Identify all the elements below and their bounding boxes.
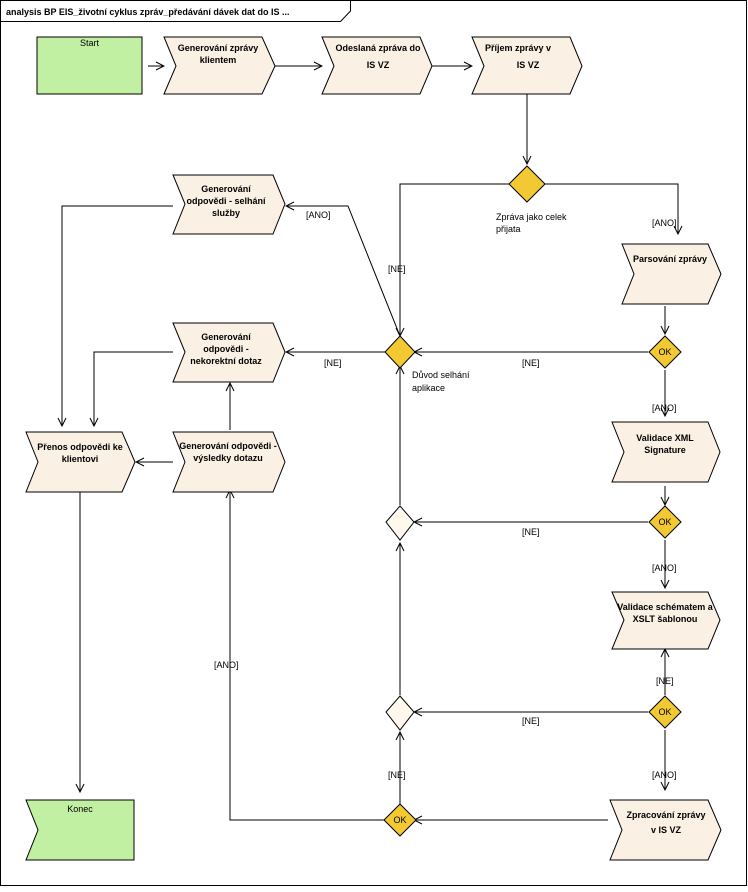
end-node: Konec [25, 799, 135, 861]
validate-xml-line2: Signature [644, 445, 686, 455]
transfer-line1: Přenos odpovědi ke [37, 442, 123, 452]
sent-msg-line2: IS VZ [367, 60, 390, 70]
end-label: Konec [67, 804, 93, 814]
decision-ok-xml: OK [648, 505, 682, 539]
reason-note-line2: aplikace [412, 383, 445, 393]
transfer-line2: klientovi [62, 454, 99, 464]
gen-msg-line1: Generování zprávy [178, 43, 259, 53]
guard-ne-accepted: [NE] [388, 264, 406, 274]
process-sent-msg: Odeslaná zpráva do IS VZ [321, 36, 433, 95]
gen-incorrect-line2: odpovědi - [203, 344, 249, 354]
guard-ne-xml: [NE] [522, 527, 540, 537]
start-label: Start [80, 38, 100, 48]
gen-fail-line1: Generování [201, 184, 251, 194]
gen-fail-line3: služby [212, 208, 240, 218]
process-gen-fail: Generování odpovědi - selhání služby [172, 174, 286, 235]
process-gen-msg: Generování zprávy klientem [163, 36, 276, 95]
merge-node-2 [385, 695, 415, 731]
reason-note-line1: Důvod selhání [412, 370, 470, 380]
gen-results-line2: výsledky dotazu [193, 453, 263, 463]
guard-ne-schema: [NE] [522, 716, 540, 726]
decision-accepted [508, 165, 546, 203]
parse-label: Parsování zprávy [633, 254, 707, 264]
guard-ano-fail: [ANO] [306, 210, 331, 220]
validate-schema-line1: Validace schématem a [617, 602, 714, 612]
guard-ne-incorrect: [NE] [324, 358, 342, 368]
process-vz-line1: Zpracování zprávy [626, 810, 705, 820]
merge-node-1 [385, 505, 415, 541]
receive-line2: IS VZ [517, 60, 540, 70]
accepted-note-line1: Zpráva jako celek [496, 212, 567, 222]
gen-fail-line2: odpovědi - selhání [186, 196, 266, 206]
guard-ano-process: [ANO] [652, 770, 677, 780]
gen-msg-line2: klientem [200, 55, 237, 65]
decision-ok-schema: OK [648, 695, 682, 729]
process-gen-incorrect: Generování odpovědi - nekorektní dotaz [172, 322, 286, 383]
gen-incorrect-line3: nekorektní dotaz [190, 356, 262, 366]
guard-ano-xml: [ANO] [652, 403, 677, 413]
process-receive: Příjem zprávy v IS VZ [471, 36, 583, 95]
process-vz-line2: v IS VZ [651, 825, 682, 835]
guard-ano-results: [ANO] [214, 660, 239, 670]
ok-xml-label: OK [658, 517, 671, 527]
guard-ano-parse: [ANO] [652, 218, 677, 228]
gen-results-line1: Generování odpovědi - [179, 441, 277, 451]
receive-line1: Příjem zprávy v [485, 43, 551, 53]
process-validate-schema: Validace schématem a XSLT šablonou [611, 591, 721, 650]
guard-ne-parse: [NE] [522, 358, 540, 368]
process-process-vz: Zpracování zprávy v IS VZ [609, 799, 722, 861]
ok-schema-label: OK [658, 707, 671, 717]
guard-ne-process: [NE] [388, 770, 406, 780]
validate-xml-line1: Validace XML [636, 433, 694, 443]
process-validate-xml: Validace XML Signature [611, 421, 721, 483]
validate-schema-line2: XSLT šablonou [633, 614, 698, 624]
diagram-title: analysis BP EIS_životní cyklus zpráv_pře… [6, 7, 289, 17]
accepted-note-line2: přijata [496, 224, 521, 234]
guard-ano-schema: [ANO] [652, 563, 677, 573]
process-transfer: Přenos odpovědi ke klientovi [25, 431, 136, 493]
decision-ok-process: OK [383, 803, 417, 837]
guard-ne-schema-up: [NE] [656, 676, 674, 686]
sent-msg-line1: Odeslaná zpráva do [335, 43, 421, 53]
ok-process-label: OK [393, 815, 406, 825]
decision-ok-parse: OK [648, 335, 682, 369]
gen-incorrect-line1: Generování [201, 332, 251, 342]
start-node: Start [36, 36, 143, 95]
process-gen-results: Generování odpovědi - výsledky dotazu [172, 431, 286, 493]
process-parse: Parsování zprávy [621, 243, 722, 305]
ok-parse-label: OK [658, 347, 671, 357]
decision-reason [384, 335, 416, 369]
